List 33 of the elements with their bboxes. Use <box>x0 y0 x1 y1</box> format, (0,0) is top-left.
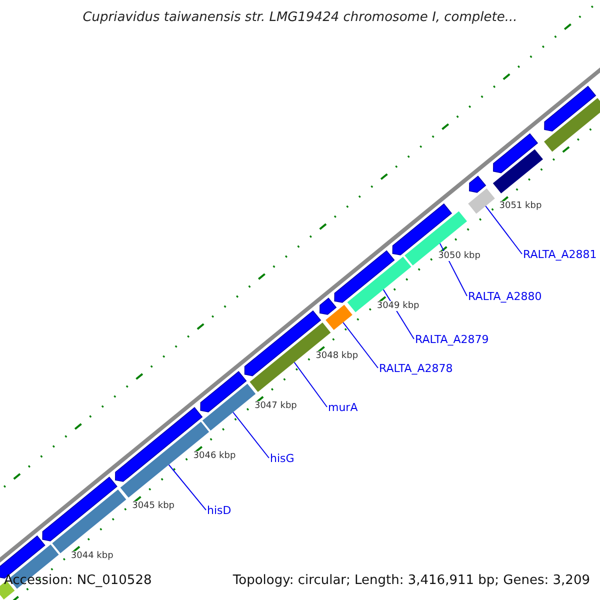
gene-feature <box>320 298 337 315</box>
gene-feature <box>469 176 486 193</box>
footer-text: Topology: circular; Length: 3,416,911 bp; Genes: 3,209 <box>232 573 591 588</box>
gene-feature <box>334 250 395 303</box>
gene-bar <box>326 304 352 330</box>
gene-label: hisD <box>207 504 232 517</box>
scale-label: 3049 kbp <box>376 300 420 311</box>
leader-line <box>342 322 378 368</box>
title: Cupriavidus taiwanensis str. LMG19424 chromosome I, complete... <box>82 10 518 25</box>
gene-feature <box>42 476 118 542</box>
gene-bar <box>492 149 543 194</box>
scale-label: 3047 kbp <box>253 400 298 411</box>
gene-feature <box>493 133 538 174</box>
gene-label: hisG <box>270 452 294 465</box>
gene-label: RALTA_A2879 <box>415 333 489 346</box>
gene-bar <box>202 384 256 431</box>
leader-line <box>294 362 328 408</box>
scale-label: 3051 kbp <box>498 201 543 212</box>
gene-label: RALTA_A2880 <box>468 290 542 303</box>
scale-label: 3044 kbp <box>70 550 114 561</box>
gene-feature <box>544 86 596 132</box>
scale-label: 3046 kbp <box>192 450 237 461</box>
leader-line <box>485 206 522 254</box>
gene-bar <box>544 98 600 152</box>
gene-label: RALTA_A2881 <box>523 248 597 261</box>
gene-bar <box>468 188 495 214</box>
leader-line <box>168 464 206 510</box>
scale-label: 3048 kbp <box>314 350 360 361</box>
scale-label: 3050 kbp <box>437 250 482 261</box>
gene-label: RALTA_A2878 <box>379 362 453 375</box>
gene-label: murA <box>328 401 358 414</box>
gene-feature <box>200 371 247 412</box>
scale-label: 3045 kbp <box>131 500 176 511</box>
